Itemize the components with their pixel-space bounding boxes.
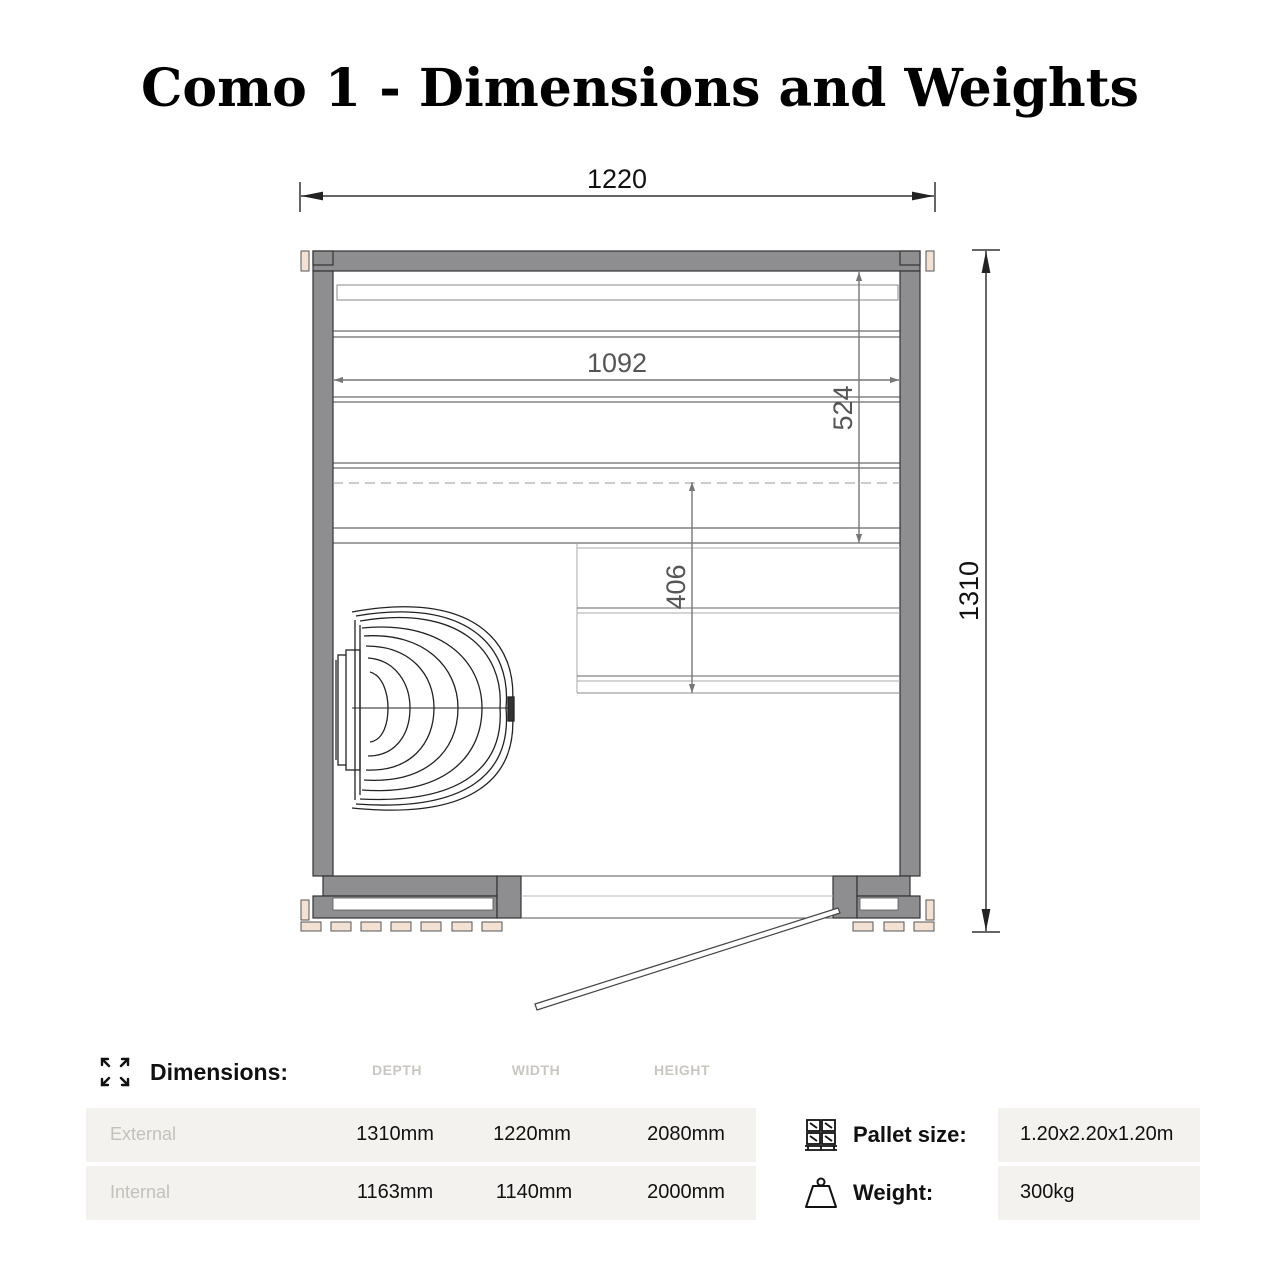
expand-arrows-icon: [100, 1057, 130, 1087]
weight-label: Weight:: [853, 1180, 934, 1205]
upper-bench: [333, 284, 900, 544]
outer-width-label: 1220: [587, 164, 647, 194]
dimensions-heading: Dimensions:: [98, 1052, 288, 1092]
external-depth: 1310mm: [356, 1123, 434, 1145]
internal-height: 2000mm: [647, 1181, 725, 1203]
weight-heading: Weight:: [803, 1166, 933, 1220]
weight-value-cell: 300kg: [998, 1166, 1200, 1220]
row-label: External: [110, 1124, 177, 1144]
lower-bench-depth-label: 406: [661, 564, 691, 609]
external-height: 2080mm: [647, 1123, 725, 1145]
sill-strips: [332, 897, 899, 911]
heater-icon: [335, 606, 515, 811]
internal-depth: 1163mm: [356, 1181, 434, 1203]
pallet-size-value-cell: 1.20x2.20x1.20m: [998, 1108, 1200, 1162]
pallet-boxes-icon: [805, 1119, 837, 1151]
lower-bench: [576, 543, 900, 694]
width-dimension: 1220: [299, 164, 936, 212]
pallet-size-value: 1.20x2.20x1.20m: [1020, 1123, 1174, 1145]
table-row-external: External 1310mm 1220mm 2080mm: [86, 1108, 756, 1162]
column-height: HEIGHT: [654, 1062, 710, 1078]
column-depth: DEPTH: [372, 1062, 422, 1078]
weight-icon: [805, 1177, 837, 1208]
upper-bench-depth-dimension: 524: [828, 272, 863, 543]
door-leaf: [534, 907, 841, 1011]
bench-width-label: 1092: [587, 348, 647, 378]
foot-blocks: [300, 250, 935, 932]
weight-value: 300kg: [1020, 1181, 1075, 1203]
lower-bench-depth-dimension: 406: [661, 482, 696, 693]
page-title: Como 1 - Dimensions and Weights: [141, 58, 1139, 119]
bench-width-dimension: 1092: [334, 348, 899, 384]
table-row-internal: Internal 1163mm 1140mm 2000mm: [86, 1166, 756, 1220]
pallet-size-label: Pallet size:: [853, 1122, 967, 1147]
column-width: WIDTH: [511, 1062, 561, 1078]
dimensions-label: Dimensions:: [150, 1058, 289, 1085]
pallet-size-heading: Pallet size:: [803, 1108, 967, 1162]
row-label: Internal: [110, 1182, 171, 1202]
outer-depth-label: 1310: [954, 561, 984, 621]
depth-dimension: 1310: [954, 249, 1000, 933]
external-width: 1220mm: [493, 1123, 571, 1145]
floor-plan-diagram: 1220 1310: [299, 164, 1000, 1011]
door-opening: [521, 875, 833, 919]
internal-width: 1140mm: [495, 1181, 573, 1203]
upper-bench-depth-label: 524: [828, 385, 858, 430]
